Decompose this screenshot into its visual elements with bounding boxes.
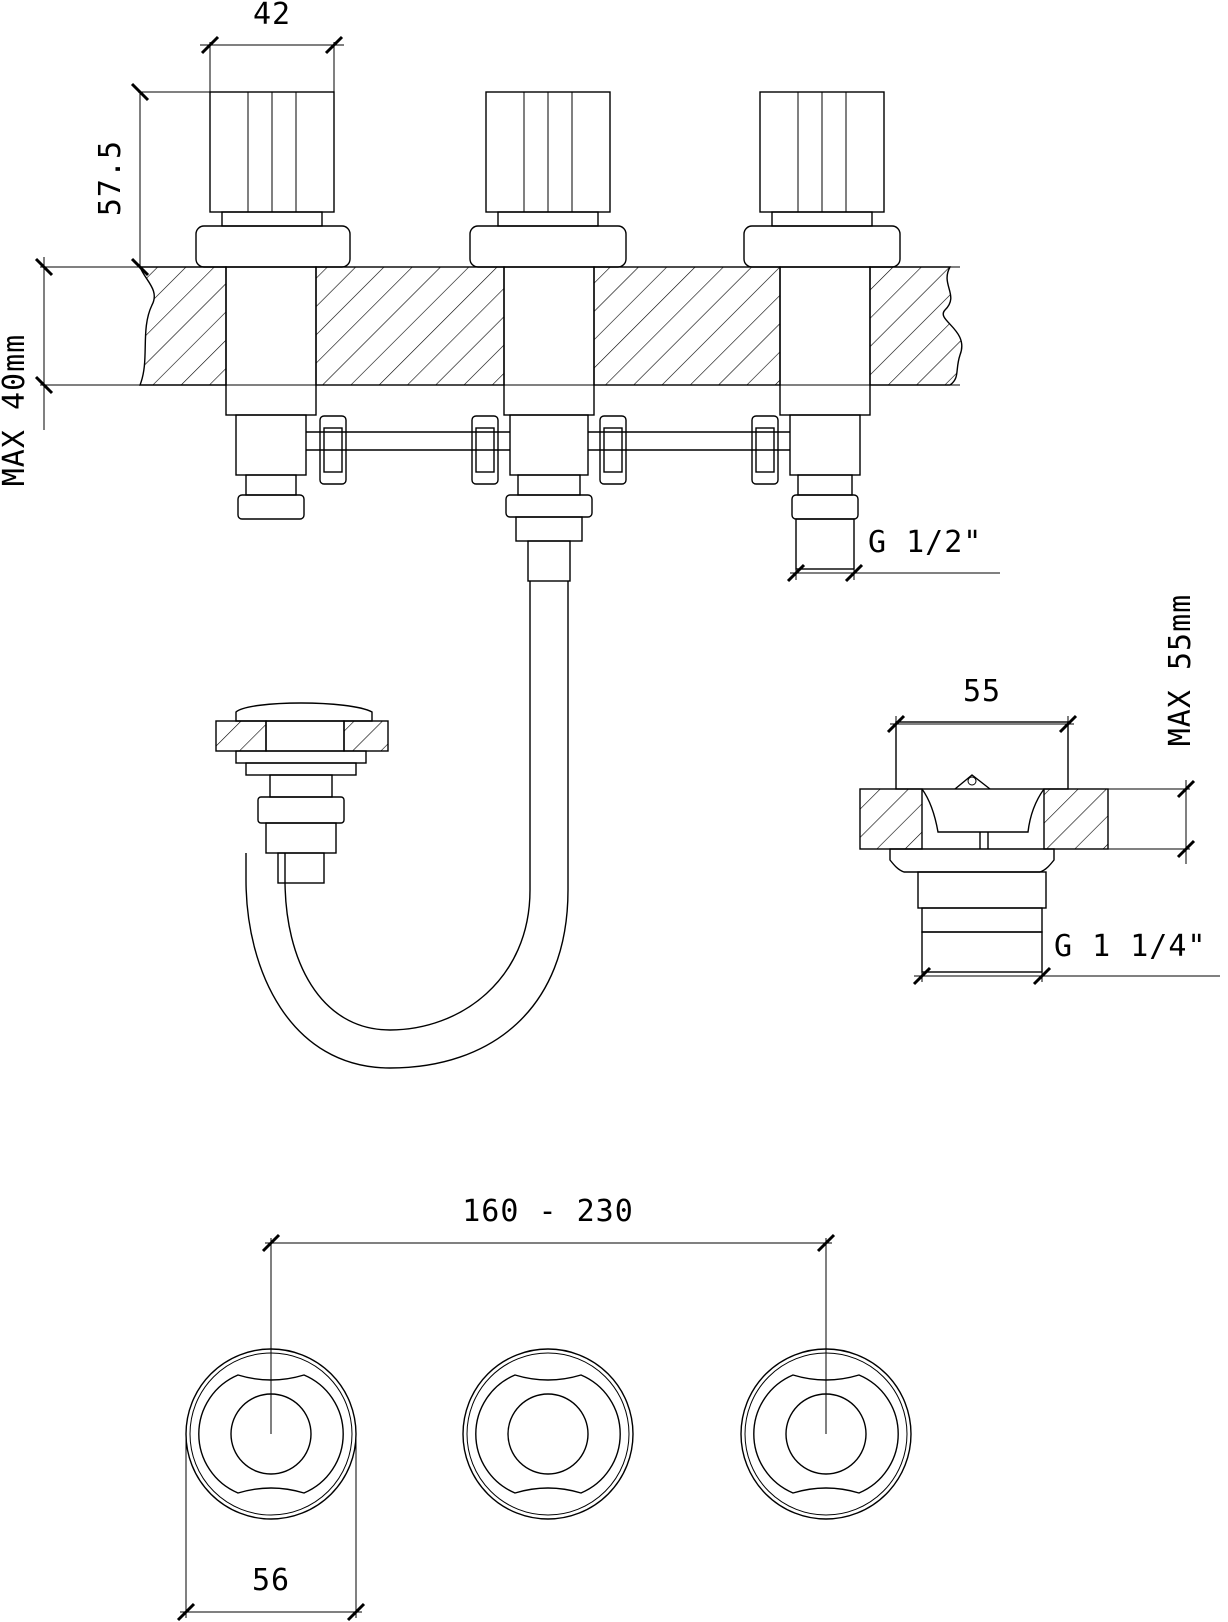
popup-waste (215, 702, 389, 884)
dim-drain-width-label: 55 (963, 674, 1001, 709)
valve-right (743, 91, 901, 570)
mixer-side-view (40, 91, 963, 1069)
dim-knob-width: 42 (200, 0, 344, 92)
dim-inlet-thread-label: G 1/2" (868, 525, 982, 560)
dim-rosette-diameter-label: 56 (252, 1563, 290, 1598)
dim-spacing: 160 - 230 (261, 1194, 836, 1434)
connecting-pipes (306, 415, 790, 485)
dim-rosette-diameter: 56 (176, 1434, 366, 1622)
dim-inlet-thread: G 1/2" (786, 519, 1000, 583)
dim-deck-thickness: MAX 40mm (0, 257, 54, 487)
rosette-center (462, 1348, 634, 1520)
dim-drain-max: MAX 55mm (1108, 594, 1198, 864)
dim-spacing-label: 160 - 230 (462, 1194, 634, 1229)
dim-drain-thread: G 1 1/4" (912, 929, 1220, 986)
dim-drain-width: 55 (886, 674, 1078, 734)
dim-knob-height: 57.5 (93, 82, 210, 277)
flex-hose (245, 581, 569, 1069)
spout-center (469, 91, 627, 582)
dim-knob-height-label: 57.5 (93, 140, 128, 216)
countertop-section (40, 266, 963, 386)
dim-drain-thread-label: G 1 1/4" (1054, 929, 1207, 964)
valve-left (195, 91, 351, 520)
dim-drain-max-label: MAX 55mm (1163, 594, 1198, 747)
dim-deck-thickness-label: MAX 40mm (0, 334, 32, 487)
drain-section (859, 721, 1109, 973)
dim-knob-width-label: 42 (253, 0, 291, 32)
rosettes-top-view (185, 1348, 912, 1520)
